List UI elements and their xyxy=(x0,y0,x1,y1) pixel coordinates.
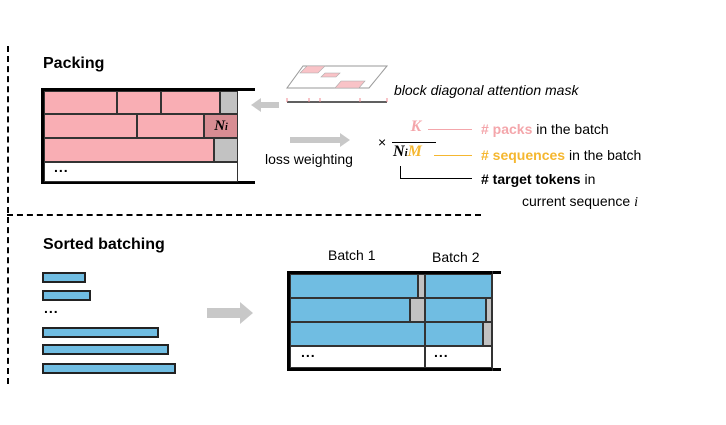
sorted-sequence xyxy=(42,344,169,355)
batch2-padding xyxy=(483,322,492,346)
n-symbol: N xyxy=(393,143,405,160)
pack-seq xyxy=(44,114,137,138)
packing-block: Ni ... xyxy=(41,88,255,184)
pack-seq xyxy=(44,91,117,114)
sorted-sequence xyxy=(42,363,176,374)
batch1-padding xyxy=(418,274,425,298)
batch2-seq xyxy=(425,298,486,322)
pack-seq xyxy=(161,91,220,114)
batch2-padding xyxy=(486,298,492,322)
ni-subscript: i xyxy=(225,122,228,133)
m-connector xyxy=(434,155,472,156)
pack-ellipsis: ... xyxy=(54,159,69,175)
batch2-seq xyxy=(425,322,483,346)
n-connector-h xyxy=(400,178,472,179)
pack-padding xyxy=(220,91,238,114)
packing-title: Packing xyxy=(43,55,105,72)
batch-2-label: Batch 2 xyxy=(432,249,480,265)
batch-left-border xyxy=(287,271,290,371)
mask-plane xyxy=(286,65,389,89)
sequences-highlight: # sequences xyxy=(481,147,566,163)
batch-bottom-border xyxy=(287,368,501,371)
batch1-seq xyxy=(290,274,418,298)
pack-top-border xyxy=(41,88,255,91)
pack-bottom-border xyxy=(41,181,255,184)
batches-block: ... ... xyxy=(287,271,501,371)
ni-symbol: N xyxy=(214,118,226,134)
packs-highlight: # packs xyxy=(481,121,533,137)
pack-padding xyxy=(214,138,238,162)
arrow-left-icon xyxy=(251,98,279,112)
loss-weighting-label: loss weighting xyxy=(265,151,353,167)
batch-top-border xyxy=(287,271,501,274)
annotation-target-tokens: # target tokens in xyxy=(481,171,595,187)
annotation-sequences: # sequences in the batch xyxy=(481,147,641,163)
mask-block xyxy=(320,72,341,78)
current-sequence-ni: Ni xyxy=(204,114,238,138)
n-subscript: i xyxy=(404,147,408,159)
times-sign: × xyxy=(378,134,387,150)
sorted-sequence xyxy=(42,290,91,301)
mask-label: block diagonal attention mask xyxy=(394,82,579,98)
batch-1-label: Batch 1 xyxy=(328,247,376,263)
batch1-row-more: ... xyxy=(290,344,425,368)
batch2-ellipsis: ... xyxy=(434,344,449,360)
pack-row-more: ... xyxy=(44,159,238,182)
current-sequence-text: current sequence xyxy=(522,193,635,209)
arrow-right-icon xyxy=(207,302,253,324)
n-connector-v xyxy=(400,166,401,178)
pack-seq xyxy=(44,138,214,162)
formula-numerator: K xyxy=(393,118,439,136)
pack-seq xyxy=(137,114,204,138)
batch1-seq xyxy=(290,298,410,322)
i-symbol: i xyxy=(634,195,638,210)
attention-mask-illustration xyxy=(286,65,389,103)
sorted-batching-title: Sorted batching xyxy=(43,236,165,253)
k-symbol: K xyxy=(410,118,422,135)
fraction-bar xyxy=(392,142,436,143)
batch2-row-more: ... xyxy=(425,344,492,368)
arrow-right-icon xyxy=(290,133,350,147)
packs-rest: in the batch xyxy=(532,121,609,137)
formula-denominator: NiM xyxy=(393,143,422,161)
batch1-ellipsis: ... xyxy=(301,344,316,360)
mask-block xyxy=(299,65,326,74)
section-divider-horizontal xyxy=(7,214,481,216)
m-symbol: M xyxy=(407,143,422,160)
k-connector xyxy=(428,129,472,130)
batch1-seq xyxy=(290,322,425,346)
pack-seq xyxy=(117,91,161,114)
batch2-seq xyxy=(425,274,492,298)
annotation-current-sequence: current sequence i xyxy=(522,193,638,211)
sequences-rest: in the batch xyxy=(565,147,642,163)
sorted-sequence xyxy=(42,327,159,338)
sorted-sequence xyxy=(42,272,86,283)
target-tokens-highlight: # target tokens xyxy=(481,171,581,187)
sorted-ellipsis: ... xyxy=(44,300,59,316)
batch-right-border xyxy=(492,271,493,371)
annotation-packs: # packs in the batch xyxy=(481,121,609,137)
pack-left-border xyxy=(41,88,44,184)
target-tokens-rest: in xyxy=(580,171,596,187)
batch1-padding xyxy=(410,298,425,322)
mask-block xyxy=(334,80,366,89)
